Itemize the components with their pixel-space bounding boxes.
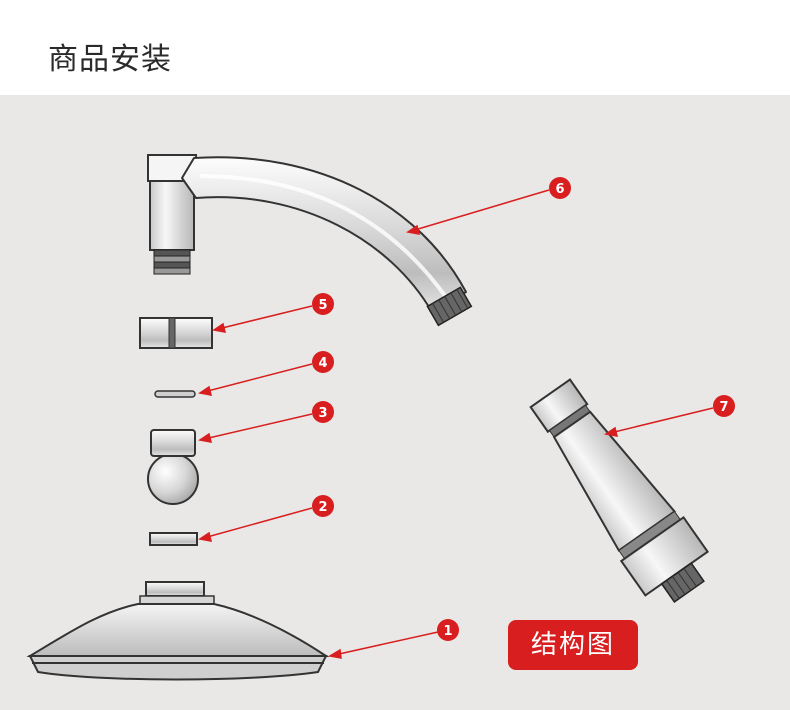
callout-number-5: 5	[318, 298, 327, 313]
callout-marker-7: 7	[713, 395, 735, 417]
callout-number-3: 3	[318, 406, 327, 421]
callout-marker-5: 5	[312, 293, 334, 315]
structure-diagram-badge: 结构图	[508, 620, 638, 670]
shower-arm-part	[148, 155, 471, 325]
callout-marker-1: 1	[437, 619, 459, 641]
connector-nut-part	[140, 318, 212, 348]
callout-number-7: 7	[719, 400, 728, 415]
callout-number-4: 4	[318, 356, 327, 371]
callout-line-5	[214, 306, 312, 330]
callout-arrow-1	[330, 650, 341, 658]
callout-line-6	[408, 190, 549, 232]
callout-lines	[200, 190, 713, 658]
callout-line-2	[200, 508, 312, 539]
callout-arrow-5	[214, 324, 225, 332]
callout-marker-6: 6	[549, 177, 571, 199]
callout-arrow-4	[200, 387, 211, 395]
callout-line-3	[200, 414, 312, 440]
callout-arrow-3	[200, 434, 211, 442]
callout-number-6: 6	[555, 182, 564, 197]
shower-disc-part	[30, 582, 326, 680]
o-ring-part	[155, 391, 195, 397]
callout-marker-4: 4	[312, 351, 334, 373]
callout-number-2: 2	[318, 500, 327, 515]
callout-line-7	[606, 408, 713, 434]
callout-arrow-7	[606, 428, 617, 436]
callout-arrow-2	[200, 533, 211, 541]
callout-number-1: 1	[443, 624, 452, 639]
callout-line-4	[200, 364, 312, 393]
callout-marker-2: 2	[312, 495, 334, 517]
handheld-head-part	[519, 372, 720, 614]
arm-thread-top	[154, 250, 190, 274]
callout-marker-3: 3	[312, 401, 334, 423]
ball-joint-part	[148, 430, 198, 504]
callout-line-1	[330, 632, 438, 656]
gasket-part	[150, 533, 197, 545]
